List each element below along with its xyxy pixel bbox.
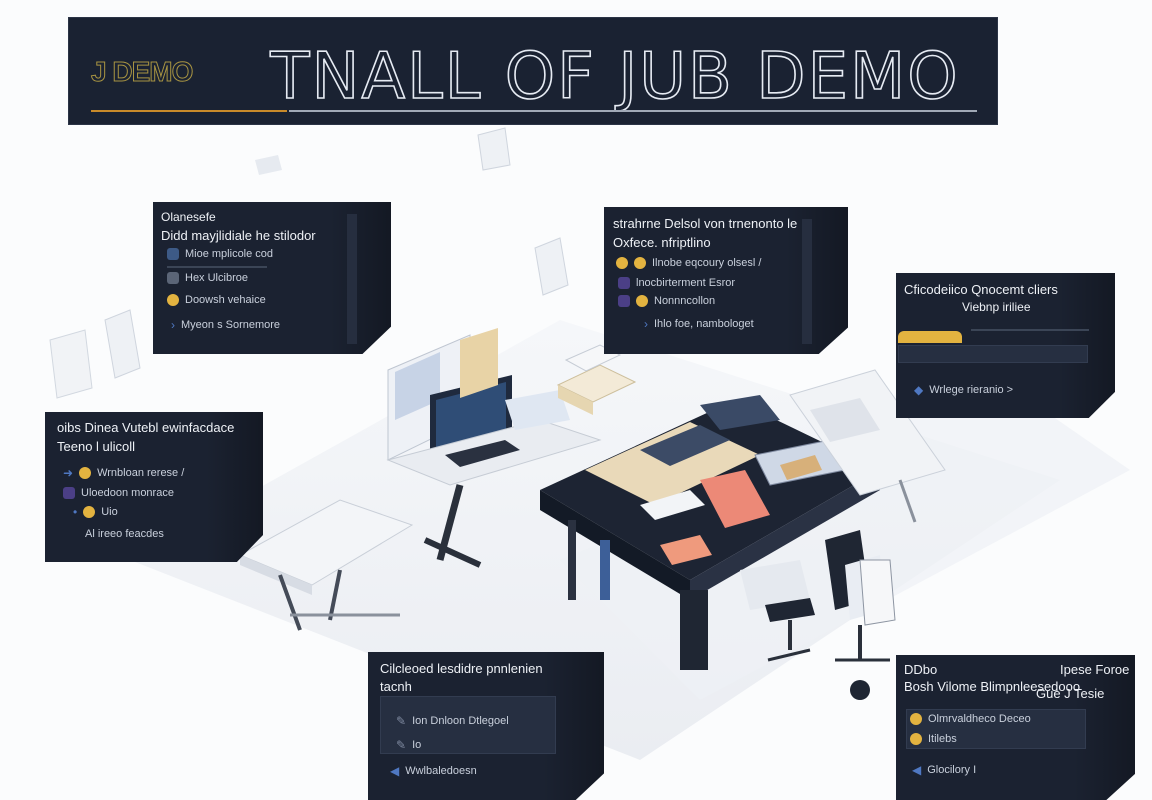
card-title: oibs Dinea Vutebl ewinfacdace bbox=[57, 420, 235, 435]
info-card-5[interactable]: Cilcleoed lesdidre pnnlenien tacnh ✎ Ion … bbox=[368, 652, 604, 800]
coin-icon bbox=[634, 257, 646, 269]
arrow-icon: ◆ bbox=[914, 383, 924, 397]
card-item: Ilnobe eqcoury olsesl / bbox=[652, 257, 762, 269]
card-subtitle: Bosh Vilome Blimpnleesedooo bbox=[904, 679, 1081, 694]
file-stacks bbox=[49, 127, 637, 415]
card-item: Myeon s Sornemore bbox=[181, 319, 281, 331]
standing-desk bbox=[386, 328, 602, 568]
card-item: Ion Dnloon Dtlegoel bbox=[412, 715, 509, 727]
card-item: Wrnbloan rerese / bbox=[97, 467, 185, 479]
list-icon bbox=[618, 295, 630, 307]
coin-icon bbox=[79, 467, 92, 479]
title-banner: J DEMO TNALL OF JUB DEMO bbox=[68, 17, 998, 125]
lightbulb-icon bbox=[616, 257, 628, 269]
card-item: Nonnncollon bbox=[654, 295, 716, 307]
card-title-right: Ipese Foroe bbox=[1060, 662, 1130, 677]
folder-icon bbox=[910, 713, 922, 725]
input-strip bbox=[898, 345, 1088, 363]
doc-icon bbox=[167, 272, 179, 284]
office-chairs bbox=[765, 530, 896, 700]
card-item: Olmrvaldheco Deceo bbox=[928, 713, 1031, 725]
card-title: Cilcleoed lesdidre pnnlenien bbox=[380, 661, 543, 676]
info-card-1[interactable]: Olanesefe Didd mayjlidiale he stilodor M… bbox=[153, 202, 391, 354]
content-box bbox=[380, 696, 556, 754]
user-icon bbox=[167, 248, 179, 260]
chart-icon bbox=[63, 487, 75, 499]
content-box bbox=[906, 709, 1086, 749]
card-item: Wwlbaledoesn bbox=[405, 765, 477, 777]
arrow-icon: ◀ bbox=[912, 763, 922, 777]
card-title: strahrne Delsol von trnenonto le bbox=[613, 216, 798, 231]
card-item: Itilebs bbox=[928, 733, 957, 745]
info-card-6[interactable]: DDbo Ipese Foroe Bosh Vilome Blimpnleese… bbox=[896, 655, 1135, 800]
page-title: TNALL OF JUB DEMO bbox=[270, 39, 960, 115]
card-item: Glocilory I bbox=[927, 764, 977, 776]
card-subtitle: Olanesefe bbox=[161, 210, 216, 224]
card-item: Uio bbox=[101, 506, 118, 518]
dot-icon: • bbox=[73, 505, 78, 519]
gold-bar-icon bbox=[898, 331, 962, 343]
card-item: Hex Ulcibroe bbox=[185, 272, 248, 284]
card-subtitle: Teeno l ulicoll bbox=[57, 439, 136, 454]
info-card-4[interactable]: oibs Dinea Vutebl ewinfacdace Teeno l ul… bbox=[45, 412, 263, 562]
card-item: Io bbox=[412, 739, 422, 751]
card-item: Al ireeo feacdes bbox=[85, 528, 164, 540]
card-item: Ihlo foe, nambologet bbox=[654, 318, 754, 330]
right-desk bbox=[789, 369, 946, 523]
star-icon bbox=[636, 295, 648, 307]
title-underline-accent bbox=[91, 110, 287, 112]
arrow-icon: ◀ bbox=[390, 764, 400, 778]
card-subtitle-right: Gue J Tesie bbox=[1036, 686, 1105, 701]
info-card-3[interactable]: Cficodeiico Qnocemt cliers Viebnp irilie… bbox=[896, 273, 1115, 418]
chart-icon bbox=[618, 277, 630, 289]
card-item: Wrlege rieranio > bbox=[929, 384, 1014, 396]
demo-badge: J DEMO bbox=[91, 56, 194, 88]
card-subtitle: tacnh bbox=[380, 679, 412, 694]
title-underline bbox=[289, 110, 977, 112]
drafting-table bbox=[238, 499, 414, 631]
central-desk bbox=[540, 395, 880, 670]
card-item: Uloedoon monrace bbox=[81, 487, 174, 499]
card-title: Cficodeiico Qnocemt cliers bbox=[904, 282, 1058, 297]
card-item: Mioe mplicole cod bbox=[185, 248, 274, 260]
arrow-icon: ➜ bbox=[63, 466, 74, 480]
coin-icon bbox=[910, 733, 922, 745]
card-title: DDbo bbox=[904, 662, 938, 677]
arrow-icon: › bbox=[171, 318, 175, 332]
card-item: lnocbirterment Esror bbox=[636, 277, 736, 289]
folder-icon bbox=[167, 294, 179, 306]
card-subtitle: Oxfece. nfriptlino bbox=[613, 235, 711, 250]
card-title: Didd mayjlidiale he stilodor bbox=[161, 228, 316, 243]
star-icon bbox=[83, 506, 96, 518]
card-subtitle: Viebnp iriliee bbox=[962, 300, 1031, 314]
card-item: Doowsh vehaice bbox=[185, 294, 266, 306]
edit-icon: ✎ bbox=[396, 738, 407, 752]
arrow-icon: › bbox=[644, 317, 648, 331]
info-card-2[interactable]: strahrne Delsol von trnenonto le Oxfece.… bbox=[604, 207, 848, 354]
edit-icon: ✎ bbox=[396, 714, 407, 728]
